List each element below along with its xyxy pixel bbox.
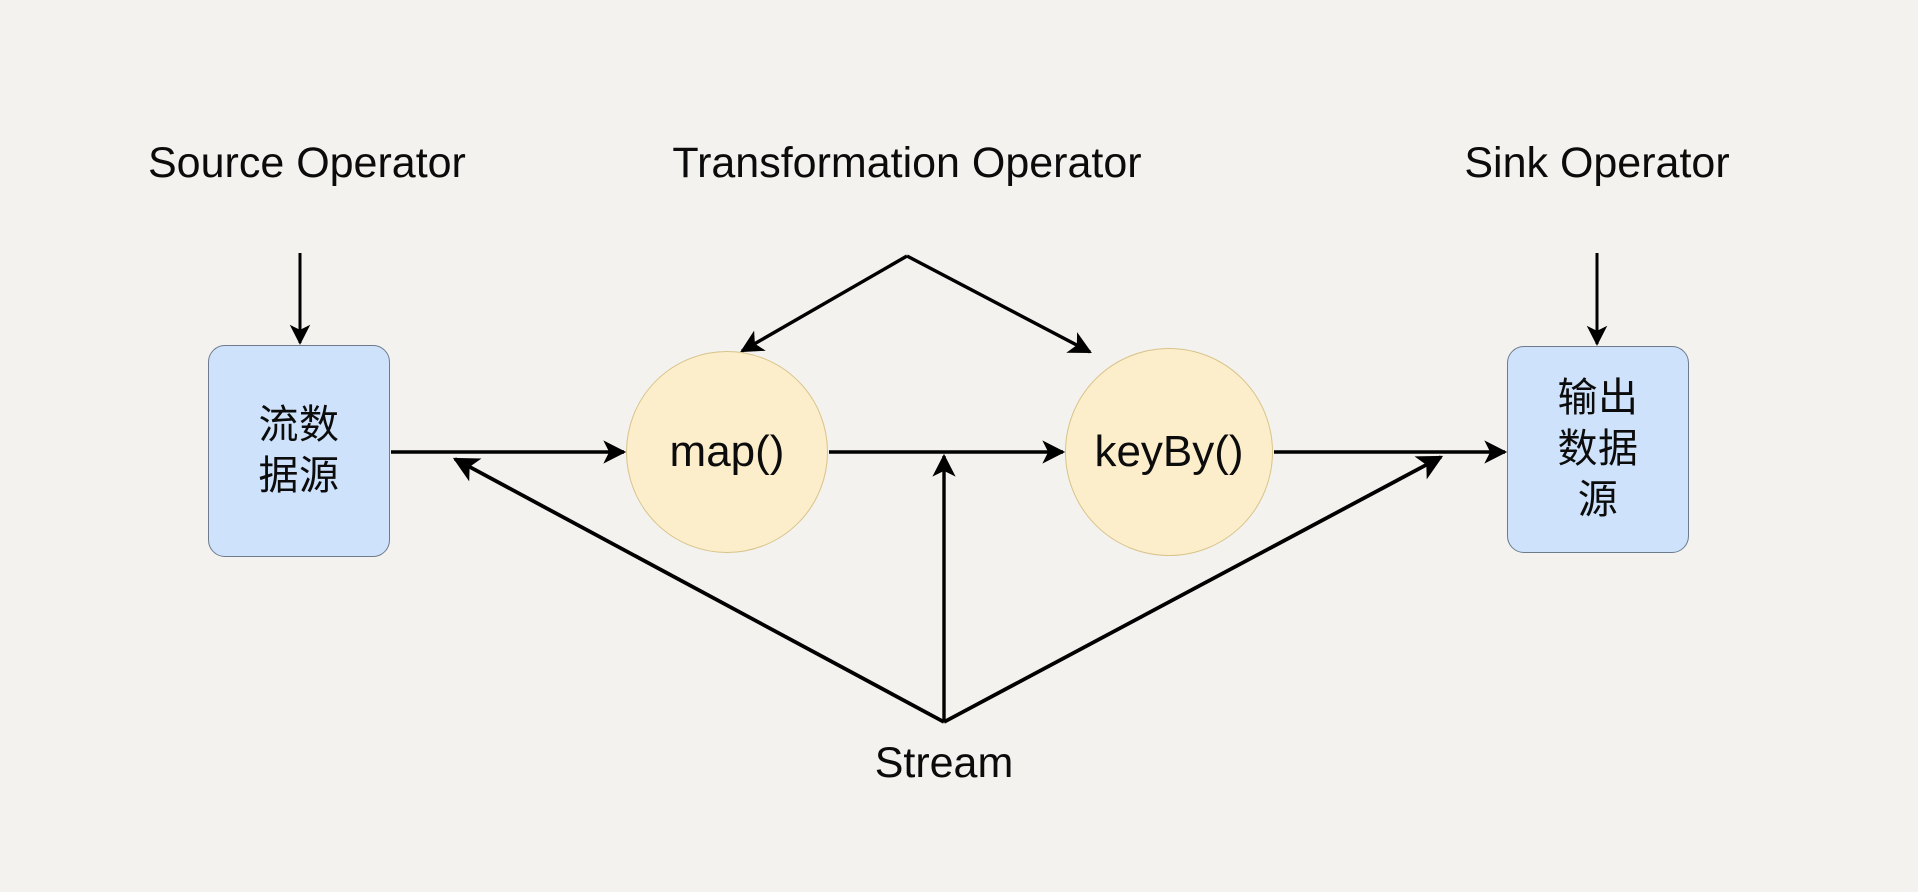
node-source-box[interactable]: 流数 据源	[208, 345, 390, 557]
caption-transformation-operator: Transformation Operator	[672, 139, 1142, 187]
connector-stream-to-source-edge	[452, 457, 945, 724]
caption-stream: Stream	[874, 739, 1014, 787]
connector-stream-to-sink-edge	[943, 455, 1444, 724]
connector-transformation-to-keyby	[906, 254, 1092, 354]
connector-transformation-to-map	[740, 254, 908, 353]
node-keyby-circle[interactable]: keyBy()	[1065, 348, 1273, 556]
node-keyby-circle-label: keyBy()	[1094, 427, 1244, 476]
node-map-circle-label: map()	[669, 427, 785, 476]
caption-sink-operator: Sink Operator	[1464, 139, 1730, 187]
caption-source-operator: Source Operator	[148, 139, 466, 187]
node-source-box-label: 流数 据源	[258, 402, 340, 498]
node-sink-box[interactable]: 输出 数据 源	[1507, 346, 1689, 553]
node-map-circle[interactable]: map()	[626, 351, 828, 553]
node-sink-box-label: 输出 数据 源	[1557, 375, 1639, 523]
